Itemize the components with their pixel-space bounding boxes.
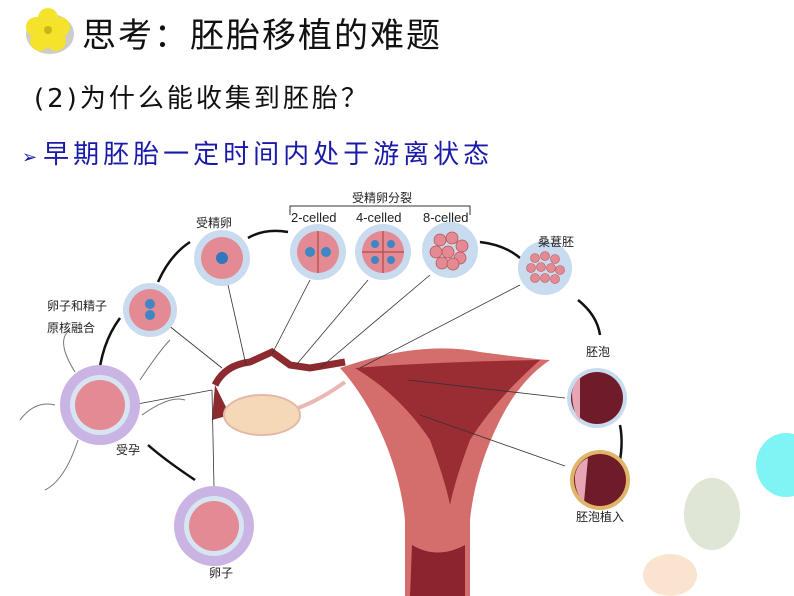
cleavage-bracket (289, 205, 471, 215)
slide-title: 思考：胚胎移植的难题 (82, 16, 442, 56)
decor-circle-green (684, 478, 740, 550)
flower-logo-icon (26, 8, 74, 54)
label-morula: 桑葚胚 (538, 235, 575, 249)
label-8-celled: 8-celled (423, 210, 469, 225)
label-4-celled: 4-celled (356, 210, 402, 225)
label-2-celled: 2-celled (291, 210, 337, 225)
label-implantation: 胚泡植入 (576, 510, 625, 524)
label-zygote: 受精卵 (196, 216, 233, 230)
decor-circle-cyan (756, 433, 794, 497)
bullet-point: ➢早期胚胎一定时间内处于游离状态 (22, 134, 493, 171)
label-conception: 受孕 (116, 443, 141, 457)
fallopian-tube (211, 347, 346, 387)
ovary (223, 394, 301, 436)
blastocyst (567, 368, 627, 428)
zygote-cell (194, 230, 250, 286)
bullet-arrow-icon: ➢ (22, 147, 42, 168)
label-pronuclei-line2: 原核融合 (47, 321, 96, 335)
two-cell-embryo (290, 224, 346, 280)
label-blastocyst: 胚泡 (586, 345, 611, 359)
pronuclei-fusion-cell (123, 283, 177, 337)
label-egg: 卵子 (209, 566, 234, 580)
morula (518, 241, 572, 295)
four-cell-embryo (355, 224, 411, 280)
label-pronuclei-line1: 卵子和精子 (47, 299, 108, 313)
label-cleavage: 受精卵分裂 (352, 191, 413, 205)
implanting-blastocyst (570, 450, 630, 510)
decor-circle-peach (643, 554, 697, 596)
egg-cell (174, 486, 254, 566)
uterus (340, 348, 550, 596)
fertilization-egg (19, 329, 186, 491)
eight-cell-embryo (422, 222, 478, 278)
question-text: (2)为什么能收集到胚胎？ (34, 84, 370, 114)
bullet-text: 早期胚胎一定时间内处于游离状态 (43, 140, 494, 170)
